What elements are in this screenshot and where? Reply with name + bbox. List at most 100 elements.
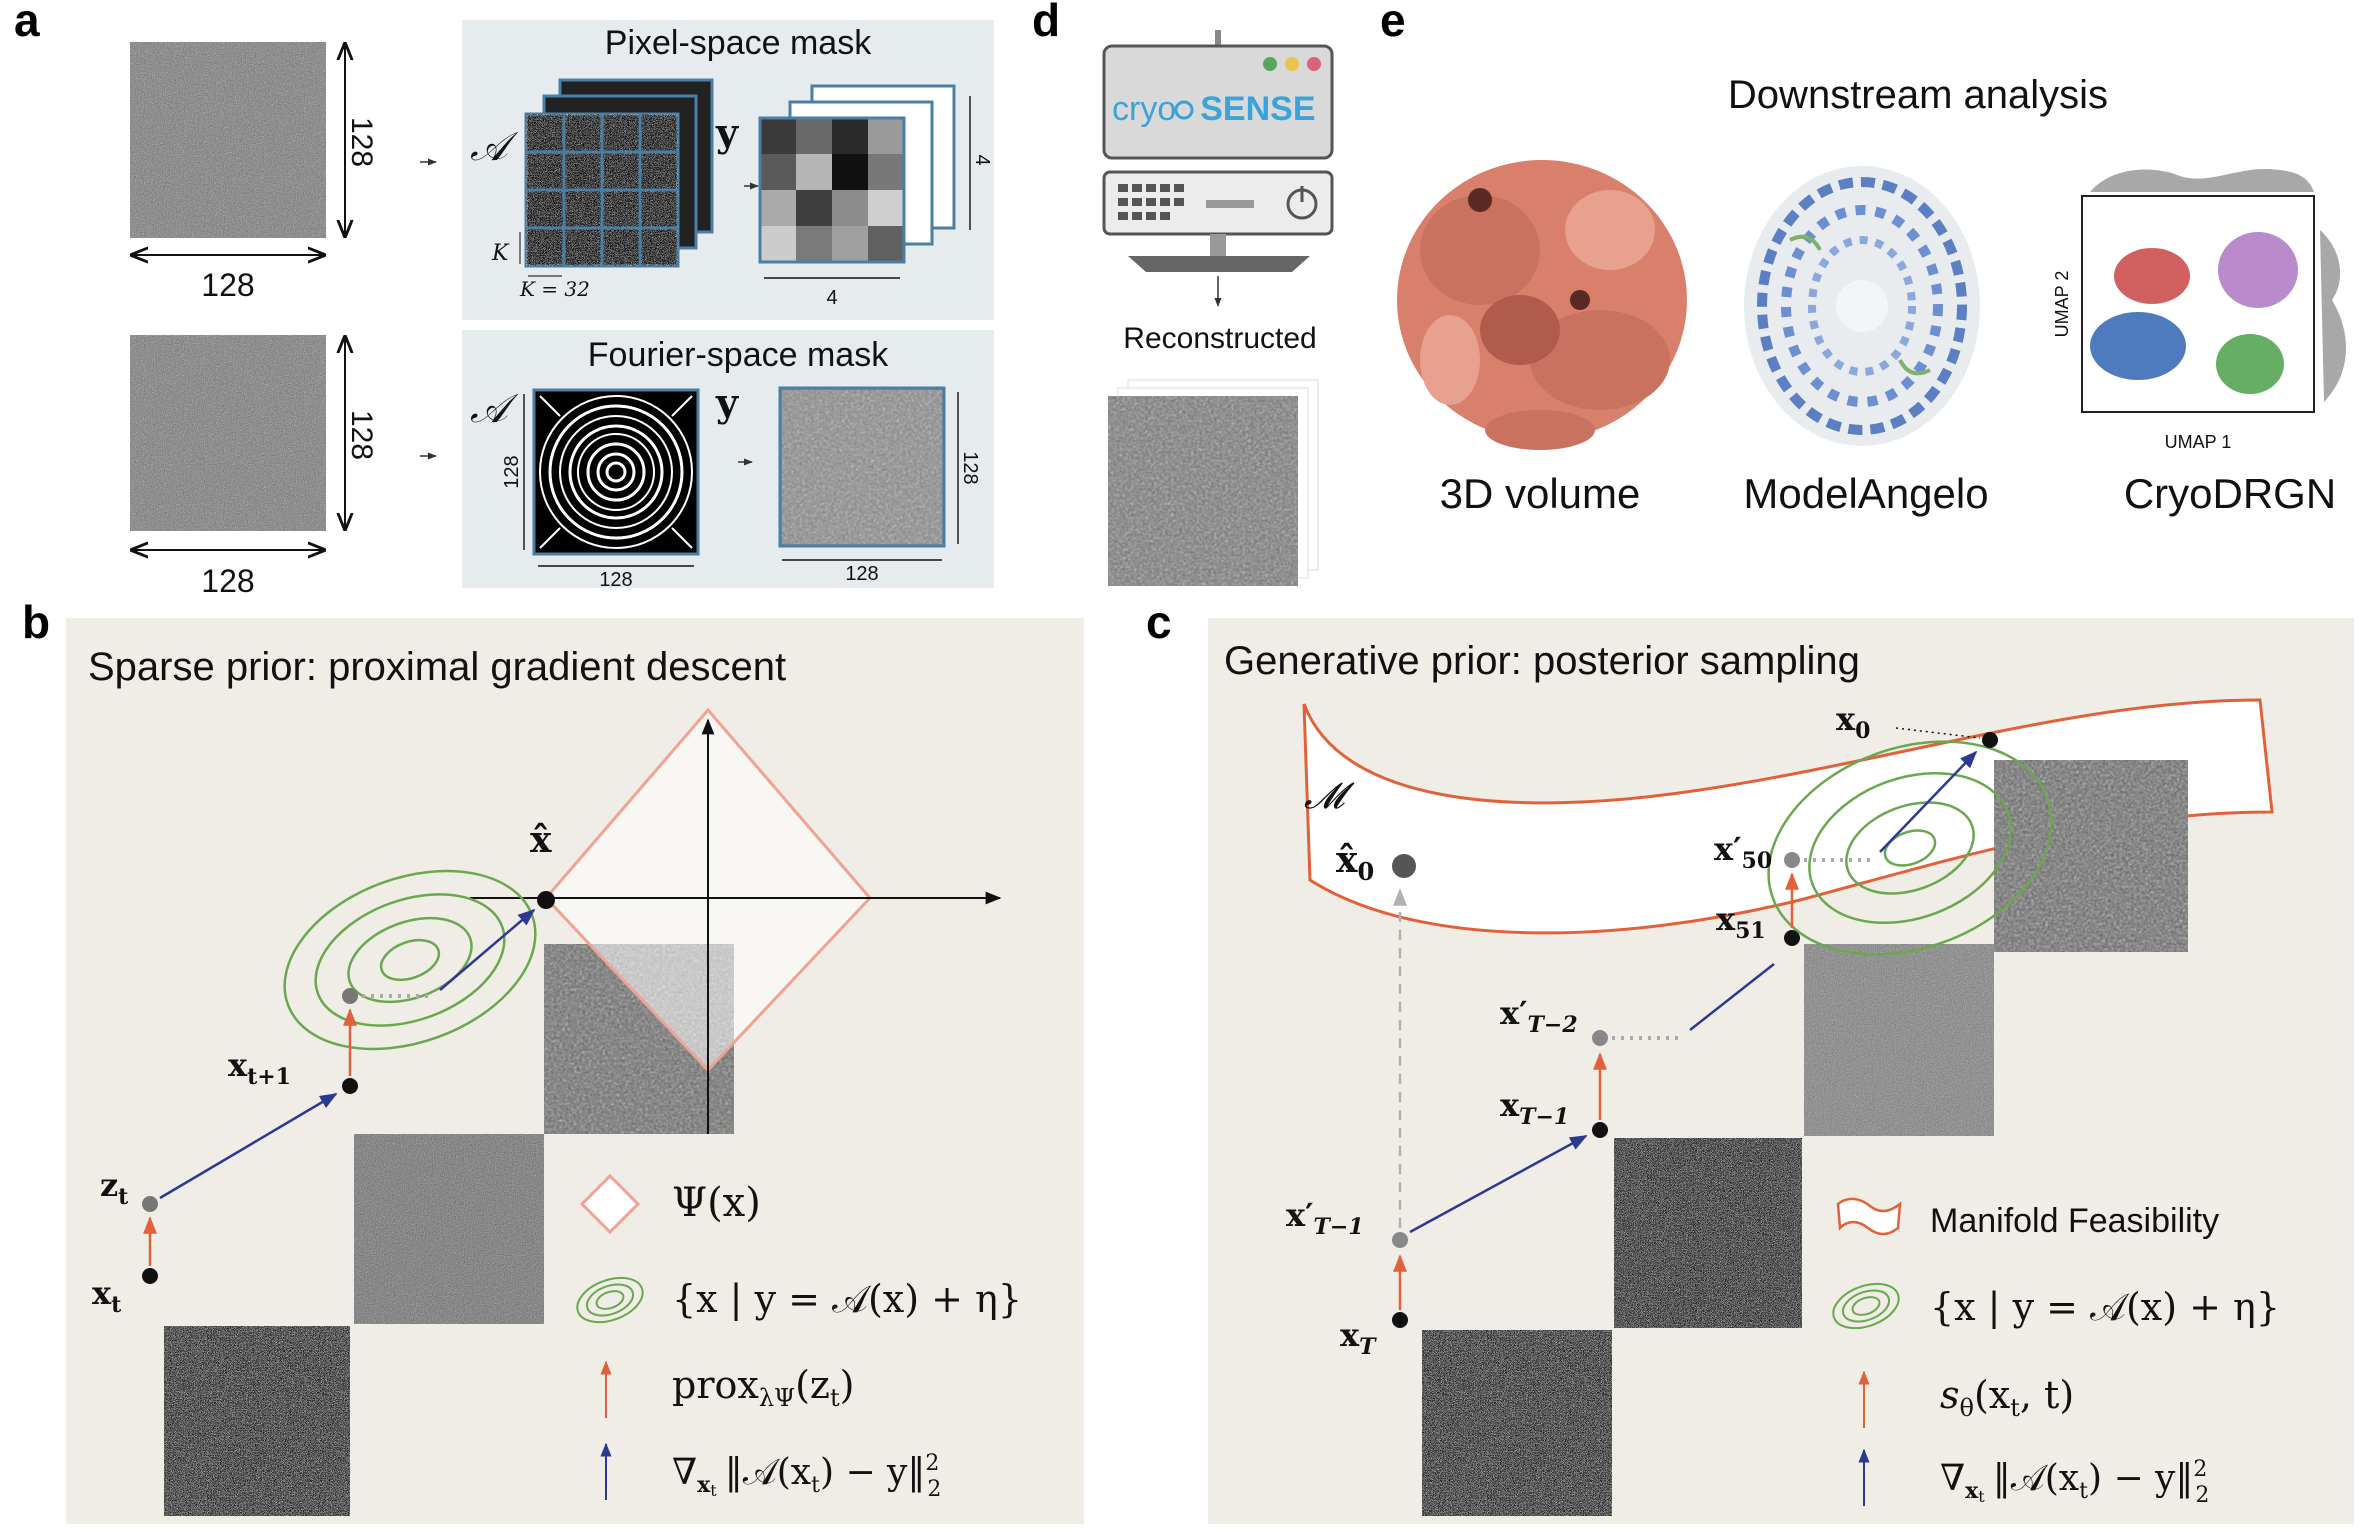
modelangelo-label: ModelAngelo	[1743, 470, 1988, 517]
K-eq-label: K = 32	[519, 277, 590, 301]
c-node-xp50	[1784, 852, 1800, 868]
c-label-xhat0: x̂0	[1336, 839, 1374, 886]
particle-noise-bottom	[130, 335, 326, 531]
dim-label-top-bottom: 128	[201, 267, 254, 303]
label-x-t: xt	[92, 1274, 122, 1318]
c-level-set-ellipses	[1767, 740, 2053, 956]
keyboard-slot	[1206, 200, 1254, 208]
umap-cluster-red	[2114, 248, 2190, 304]
status-dot-green	[1263, 57, 1277, 71]
c-node-x0	[1982, 732, 1998, 748]
umap-axes	[2081, 195, 2315, 413]
c-node-xp-T2	[1592, 1030, 1608, 1046]
panel-c-letter: c	[1146, 596, 1172, 648]
panel-c: c Generative prior: posterior sampling 𝓜	[1146, 596, 2354, 1524]
umap-cluster-purple	[2218, 232, 2298, 308]
y-layer-front	[758, 116, 906, 264]
monitor-base	[1128, 256, 1310, 272]
stair-image-2-noise	[354, 1134, 544, 1324]
umap-top-marginal	[2090, 168, 2314, 192]
grad-step-arrow-2	[439, 908, 536, 991]
label-x-t1: xt+1	[228, 1046, 291, 1090]
c-x0-pointer	[1895, 727, 1981, 739]
umap-cluster-green	[2216, 334, 2284, 394]
c-grad-continuation	[1689, 963, 1775, 1031]
label-xhat: x̂	[530, 819, 552, 861]
status-dot-red	[1307, 57, 1321, 71]
c-stair-image-1-noise	[1422, 1330, 1612, 1516]
pixel-mask-title: Pixel-space mask	[605, 24, 872, 62]
c-legend-score: sθ(xt, t)	[1940, 1373, 2074, 1422]
panel-a: a 128 128 128 128 Pixel-space mask 𝒜 K	[14, 0, 994, 599]
node-z-t1	[342, 988, 358, 1004]
y-dim-bottom-label: 4	[826, 287, 837, 309]
legend-diamond-icon	[579, 1173, 641, 1235]
downstream-title: Downstream analysis	[1728, 73, 2108, 117]
c-label-xp-T2: x′T−2	[1500, 994, 1578, 1038]
panel-a-letter: a	[14, 0, 40, 46]
brand-logo-icon	[1174, 100, 1194, 120]
fourier-y-dim-bottom-label: 128	[845, 563, 878, 585]
pixel-y-symbol: y	[715, 110, 739, 155]
panel-e-letter: e	[1380, 0, 1406, 46]
fourier-mask-title: Fourier-space mask	[588, 336, 889, 374]
c-label-xp-T1: x′T−1	[1286, 1196, 1364, 1240]
node-x-t1	[342, 1078, 358, 1094]
fourier-y-noise	[782, 390, 942, 544]
monitor-screen	[1102, 44, 1334, 160]
c-label-x51: x51	[1716, 900, 1766, 944]
reconstructed-label: Reconstructed	[1123, 322, 1316, 355]
grad-step-arrow-1	[159, 1092, 338, 1200]
mask-grid	[526, 114, 678, 266]
fourier-dim-bottom-label: 128	[599, 569, 632, 591]
c-stair-image-2-noise	[1614, 1138, 1802, 1328]
c-node-x-T	[1392, 1312, 1408, 1328]
c-grad-arrow-1	[1409, 1134, 1588, 1234]
node-xhat	[537, 891, 555, 909]
c-node-xhat0	[1392, 854, 1416, 878]
monitor-stand	[1210, 234, 1226, 256]
fourier-y-dim-right-label: 128	[959, 451, 981, 484]
brand-suffix: SENSE	[1200, 90, 1315, 128]
modelangelo-structure	[1744, 166, 1980, 446]
legend-psi: Ψ(x)	[672, 1180, 761, 1226]
node-z-t	[142, 1196, 158, 1212]
c-label-x0: x0	[1836, 700, 1870, 744]
volume-render	[1397, 160, 1687, 450]
c-legend-ellipse-icon	[1832, 1282, 1900, 1330]
umap-x-label: UMAP 1	[2165, 432, 2232, 452]
c-label-xp50: x′50	[1714, 830, 1772, 874]
dim-label-top-right: 128	[345, 117, 378, 167]
status-dot-yellow	[1285, 57, 1299, 71]
cryodrgn-label: CryoDRGN	[2124, 470, 2336, 517]
c-stair-image-4-noise	[1994, 760, 2188, 952]
recon-image-noise	[1108, 396, 1298, 586]
panel-d-letter: d	[1032, 0, 1060, 46]
legend-manifold-icon	[1836, 1197, 1902, 1236]
volume-label: 3D volume	[1440, 470, 1641, 517]
umap-right-marginal	[2320, 230, 2347, 402]
cryodrgn-umap: UMAP 1 UMAP 2	[2052, 168, 2347, 452]
c-stair-image-3-noise	[1804, 944, 1994, 1136]
fourier-y-symbol: y	[715, 380, 739, 425]
y-dim-right-label: 4	[971, 154, 993, 165]
panel-b-title: Sparse prior: proximal gradient descent	[88, 645, 786, 689]
panel-e: e Downstream analysis 3D volume ModelAng…	[1380, 0, 2347, 517]
umap-y-label: UMAP 2	[2052, 271, 2072, 338]
legend-ellipse-icon	[576, 1276, 644, 1324]
c-label-x-T1: xT−1	[1500, 1086, 1569, 1130]
c-legend-manifold: Manifold Feasibility	[1930, 1202, 2219, 1240]
keyboard-keys	[1118, 184, 1184, 220]
node-x-t	[142, 1268, 158, 1284]
umap-cluster-blue	[2090, 312, 2186, 380]
c-node-x51	[1784, 930, 1800, 946]
panel-b-letter: b	[22, 596, 50, 648]
c-node-x-T1	[1592, 1122, 1608, 1138]
stair-image-1-noise	[164, 1326, 350, 1516]
dim-label-bot-bottom: 128	[201, 563, 254, 599]
